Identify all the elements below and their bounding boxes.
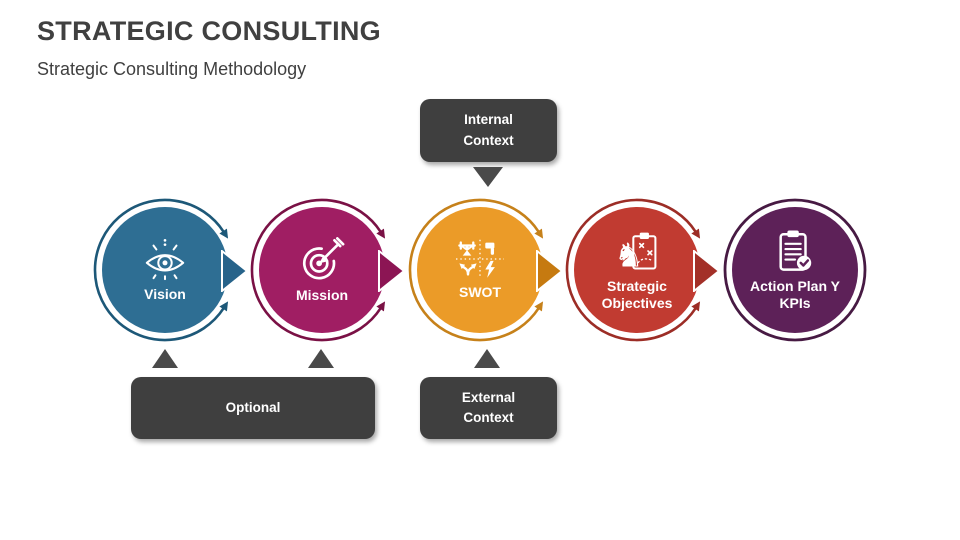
callout-label: External Context [461,389,516,425]
stage-circle: Action Plan Y KPIs [732,207,858,333]
callout-external-context: External Context [420,377,557,439]
stage-circle: Mission [259,207,385,333]
stage-label: SWOT [459,284,501,301]
page-title: STRATEGIC CONSULTING [37,16,381,46]
swot-matrix-icon [456,239,504,279]
stage-swot: SWOT [405,195,555,345]
callout-internal-context: Internal Context [420,99,557,162]
clipboard-check-icon [779,230,812,272]
up-pointer-external-context [474,349,500,368]
stage-vision: Vision [90,195,240,345]
stage-strategic-objectives: ♞ Strategic Objectives [562,195,712,345]
circular-arrow-ring [93,198,229,342]
stage-action-plan: Action Plan Y KPIs [720,195,870,345]
stage-circle: ♞ Strategic Objectives [574,207,700,333]
circular-arrow-ring [408,198,544,342]
stage-label: Action Plan Y KPIs [750,278,840,311]
callout-label: Internal Context [463,112,514,148]
stage-label: Vision [144,286,186,303]
target-dart-icon [302,236,345,280]
eye-icon [145,239,185,281]
circular-arrow-ring [565,198,701,342]
stage-circle: SWOT [417,207,543,333]
knight-glyph: ♞ [614,237,644,272]
connector-arrow-vision-mission [221,250,249,292]
connector-arrow-mission-swot [378,250,406,292]
callout-optional: Optional [131,377,375,439]
stage-label: Strategic Objectives [601,277,673,311]
callout-label: Optional [225,399,281,415]
circle-ring [723,198,867,342]
down-pointer-internal-context [473,167,503,187]
stage-mission: Mission [247,195,397,345]
up-pointer-optional-vision [152,349,178,368]
stage-circle: Vision [102,207,228,333]
connector-arrow-swot-objectives [536,250,564,292]
connector-arrow-objectives-actionplan [693,250,721,292]
page-subtitle: Strategic Consulting Methodology [37,59,307,79]
up-pointer-optional-mission [308,349,334,368]
stage-label: Mission [295,286,349,303]
chess-strategy-icon: ♞ [614,232,657,273]
circular-arrow-ring [250,198,386,342]
